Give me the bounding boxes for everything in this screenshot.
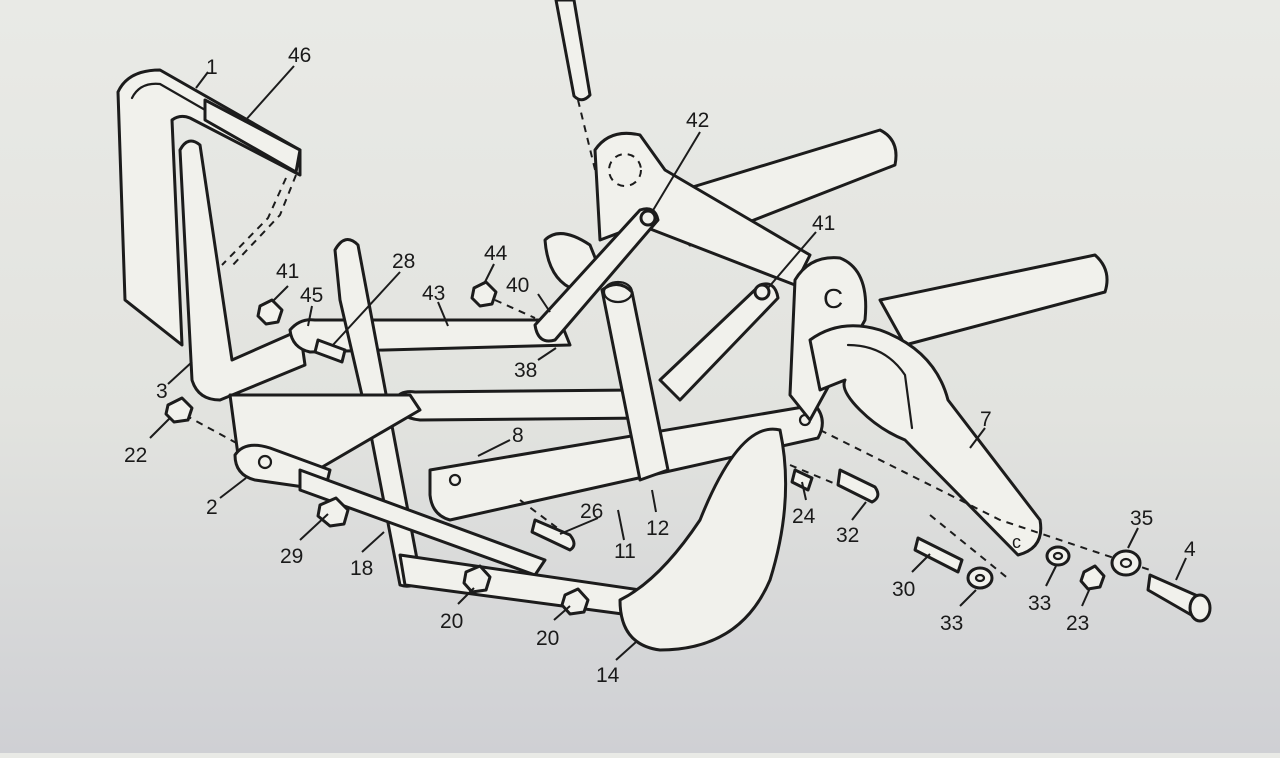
callout-11: 11: [614, 540, 636, 563]
hardware-nut-42: [639, 209, 657, 227]
part-46-strip: [203, 98, 302, 269]
hardware-bolt-24: [790, 468, 814, 492]
hardware-nut-41: [256, 298, 284, 326]
callout-labels: 1 46 42 41 41 45 28 44 43 40 38 3 22 8 7…: [124, 44, 1196, 687]
hardware-nut-41b: [753, 283, 771, 301]
callout-2: 2: [206, 496, 218, 519]
part-41-link: [658, 282, 780, 402]
svg-text:c: c: [1012, 532, 1021, 552]
hardware-nut-23: [1079, 564, 1106, 591]
callout-20-right: 20: [536, 627, 559, 650]
callout-4: 4: [1184, 538, 1196, 561]
callout-40: 40: [506, 274, 529, 297]
hardware-washer-35: [1110, 549, 1142, 577]
part-7-pedal-arm: c: [808, 324, 1043, 557]
callout-43: 43: [422, 282, 445, 305]
callout-14: 14: [596, 664, 620, 687]
callout-8: 8: [512, 424, 524, 447]
callout-42: 42: [686, 109, 709, 132]
hardware-pin-4: [1146, 573, 1212, 623]
frame-tube-lower: [878, 253, 1109, 347]
overhead-rod: [554, 0, 601, 191]
callout-45: 45: [300, 284, 323, 307]
callout-44: 44: [484, 242, 508, 265]
hardware-washer-33a: [966, 566, 994, 590]
callout-20-left: 20: [440, 610, 463, 633]
svg-text:C: C: [823, 283, 843, 314]
callout-41-left: 41: [276, 260, 299, 283]
callout-32: 32: [836, 524, 859, 547]
part-14-curved-foot: [618, 427, 788, 652]
part-38-link: [533, 207, 660, 343]
callout-18: 18: [350, 557, 373, 580]
hardware-bolt-45: [313, 338, 347, 364]
callout-12: 12: [646, 517, 669, 540]
callout-38: 38: [514, 359, 537, 382]
callout-29: 29: [280, 545, 303, 568]
callout-30: 30: [892, 578, 915, 601]
callout-28: 28: [392, 250, 415, 273]
callout-33-left: 33: [940, 612, 963, 635]
callout-35: 35: [1130, 507, 1153, 530]
callout-23: 23: [1066, 612, 1089, 635]
callout-33-right: 33: [1028, 592, 1051, 615]
hardware-nut-29: [316, 496, 350, 528]
callout-22: 22: [124, 444, 147, 467]
callout-26: 26: [580, 500, 603, 523]
hardware-washer-33b: [1045, 545, 1071, 567]
part-8-crossbar: [428, 403, 824, 522]
hardware-bolt-32: [836, 468, 880, 504]
callout-24: 24: [792, 505, 816, 528]
callout-41-right: 41: [812, 212, 835, 235]
leader-lines: [149, 65, 1187, 661]
part-12-post: [600, 280, 670, 482]
callout-46: 46: [288, 44, 311, 67]
hardware-nut-22: [164, 396, 194, 424]
hardware-nut-20a: [462, 564, 492, 594]
hardware-nut-44: [470, 280, 498, 308]
callout-3: 3: [156, 380, 168, 403]
callout-1: 1: [206, 56, 218, 79]
hardware-bolt-30: [913, 536, 964, 574]
callout-7: 7: [980, 408, 992, 431]
hardware-bolt-26: [530, 518, 576, 552]
